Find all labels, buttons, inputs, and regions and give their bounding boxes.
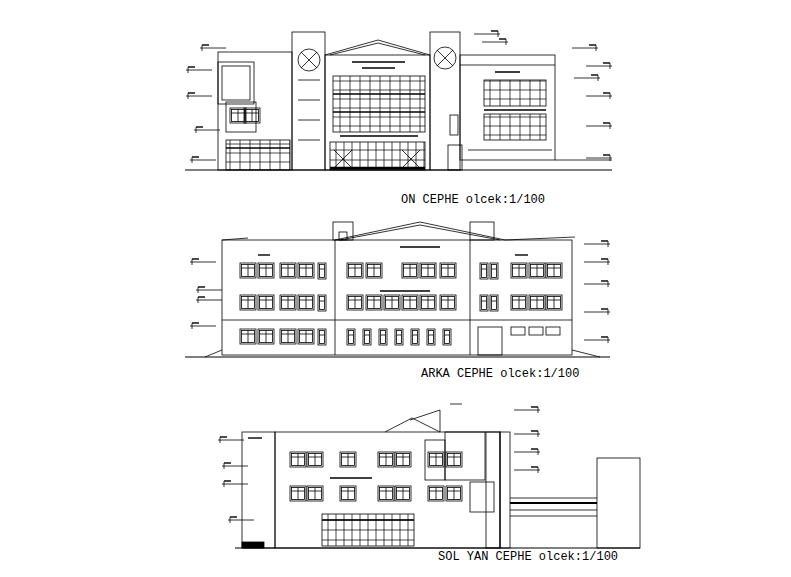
elevation-title-box: ON CEPHE olcek:1/100 [400, 193, 546, 207]
elevation-title: SOL YAN CEPHE olcek:1/100 [438, 550, 618, 564]
elevation-title-box: ARKA CEPHE olcek:1/100 [420, 367, 580, 381]
elevation-title-box: SOL YAN CEPHE olcek:1/100 [437, 550, 619, 564]
elevation-title: ON CEPHE olcek:1/100 [401, 193, 545, 207]
elevation-title: ARKA CEPHE olcek:1/100 [421, 367, 579, 381]
